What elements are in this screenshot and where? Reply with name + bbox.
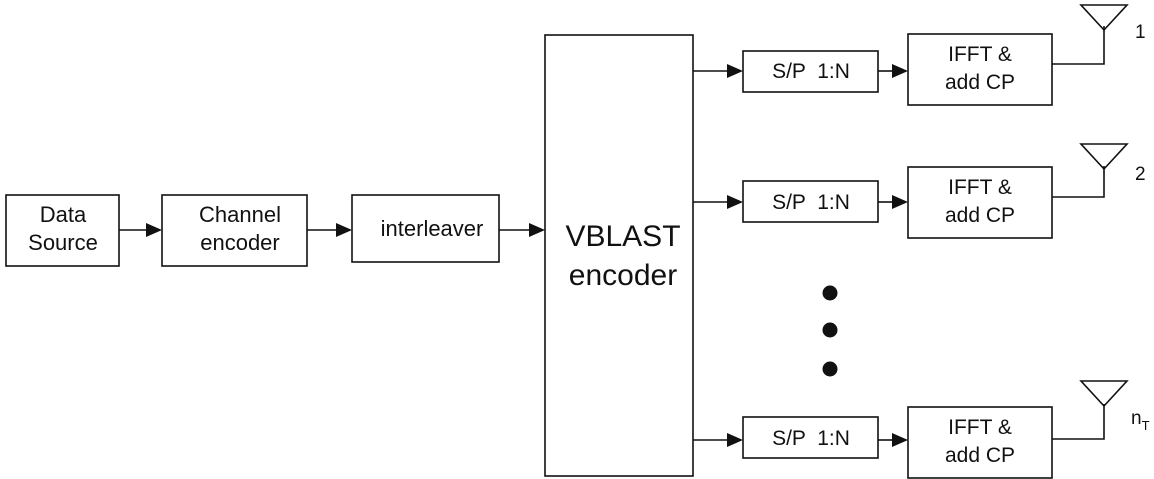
vblast-encoder-line-1: VBLAST <box>565 220 680 253</box>
ifft-block-1: IFFT & add CP <box>907 33 1053 106</box>
data-source-line-1: Data <box>40 202 87 227</box>
branch-2: S/P 1:N IFFT & add CP 2 <box>693 143 1146 239</box>
antenna-label-nt-sub: T <box>1142 418 1150 433</box>
sp-block-nt: S/P 1:N <box>742 416 879 459</box>
channel-encoder-line-2: encoder <box>200 230 280 255</box>
sp-block-1: S/P 1:N <box>742 50 879 93</box>
sp-label-2: S/P 1:N <box>772 191 850 214</box>
branch-nt: S/P 1:N IFFT & add CP nT <box>693 380 1150 479</box>
arrow-vblast-to-sp-nt <box>693 433 743 447</box>
antenna-icon-nt <box>1052 380 1129 440</box>
ellipsis-dot <box>822 285 838 301</box>
arrow-interleaver-to-vblast <box>499 223 545 237</box>
arrow-source-to-channel-encoder <box>119 223 162 237</box>
vblast-encoder-line-2: encoder <box>569 259 677 292</box>
sp-block-2: S/P 1:N <box>742 180 879 223</box>
channel-encoder-block: Channel encoder <box>161 194 308 267</box>
ifft-label-1-line-1: IFFT & <box>948 43 1012 66</box>
ifft-block-2: IFFT & add CP <box>907 166 1053 239</box>
branch-1: S/P 1:N IFFT & add CP 1 <box>693 4 1146 106</box>
ellipsis-dot <box>822 322 838 338</box>
ifft-label-2-line-2: add CP <box>945 204 1015 227</box>
arrow-vblast-to-sp-2 <box>693 195 743 209</box>
arrow-sp-to-ifft-nt <box>878 433 908 447</box>
ifft-label-2-line-1: IFFT & <box>948 176 1012 199</box>
interleaver-label: interleaver <box>381 216 484 241</box>
antenna-label-2: 2 <box>1135 164 1146 185</box>
data-source-block: Data Source <box>5 194 120 267</box>
ifft-block-nt: IFFT & add CP <box>907 406 1053 479</box>
ellipsis-dot <box>822 361 838 377</box>
arrow-sp-to-ifft-1 <box>878 64 908 78</box>
ellipsis-dots <box>822 285 838 377</box>
antenna-icon-2 <box>1052 143 1129 198</box>
antenna-label-nt: nT <box>1131 408 1150 433</box>
ifft-label-nt-line-1: IFFT & <box>948 416 1012 439</box>
sp-label-1: S/P 1:N <box>772 60 850 83</box>
data-source-line-2: Source <box>28 230 98 255</box>
ifft-label-nt-line-2: add CP <box>945 444 1015 467</box>
antenna-label-1: 1 <box>1135 22 1146 43</box>
interleaver-block: interleaver <box>351 194 500 263</box>
arrow-channel-encoder-to-interleaver <box>307 223 352 237</box>
antenna-label-nt-main: n <box>1131 408 1142 429</box>
sp-label-nt: S/P 1:N <box>772 427 850 450</box>
vblast-encoder-block: VBLAST encoder <box>544 34 694 477</box>
channel-encoder-line-1: Channel <box>199 202 281 227</box>
arrow-vblast-to-sp-1 <box>693 64 743 78</box>
ifft-label-1-line-2: add CP <box>945 71 1015 94</box>
antenna-icon-1 <box>1052 4 1129 65</box>
arrow-sp-to-ifft-2 <box>878 195 908 209</box>
